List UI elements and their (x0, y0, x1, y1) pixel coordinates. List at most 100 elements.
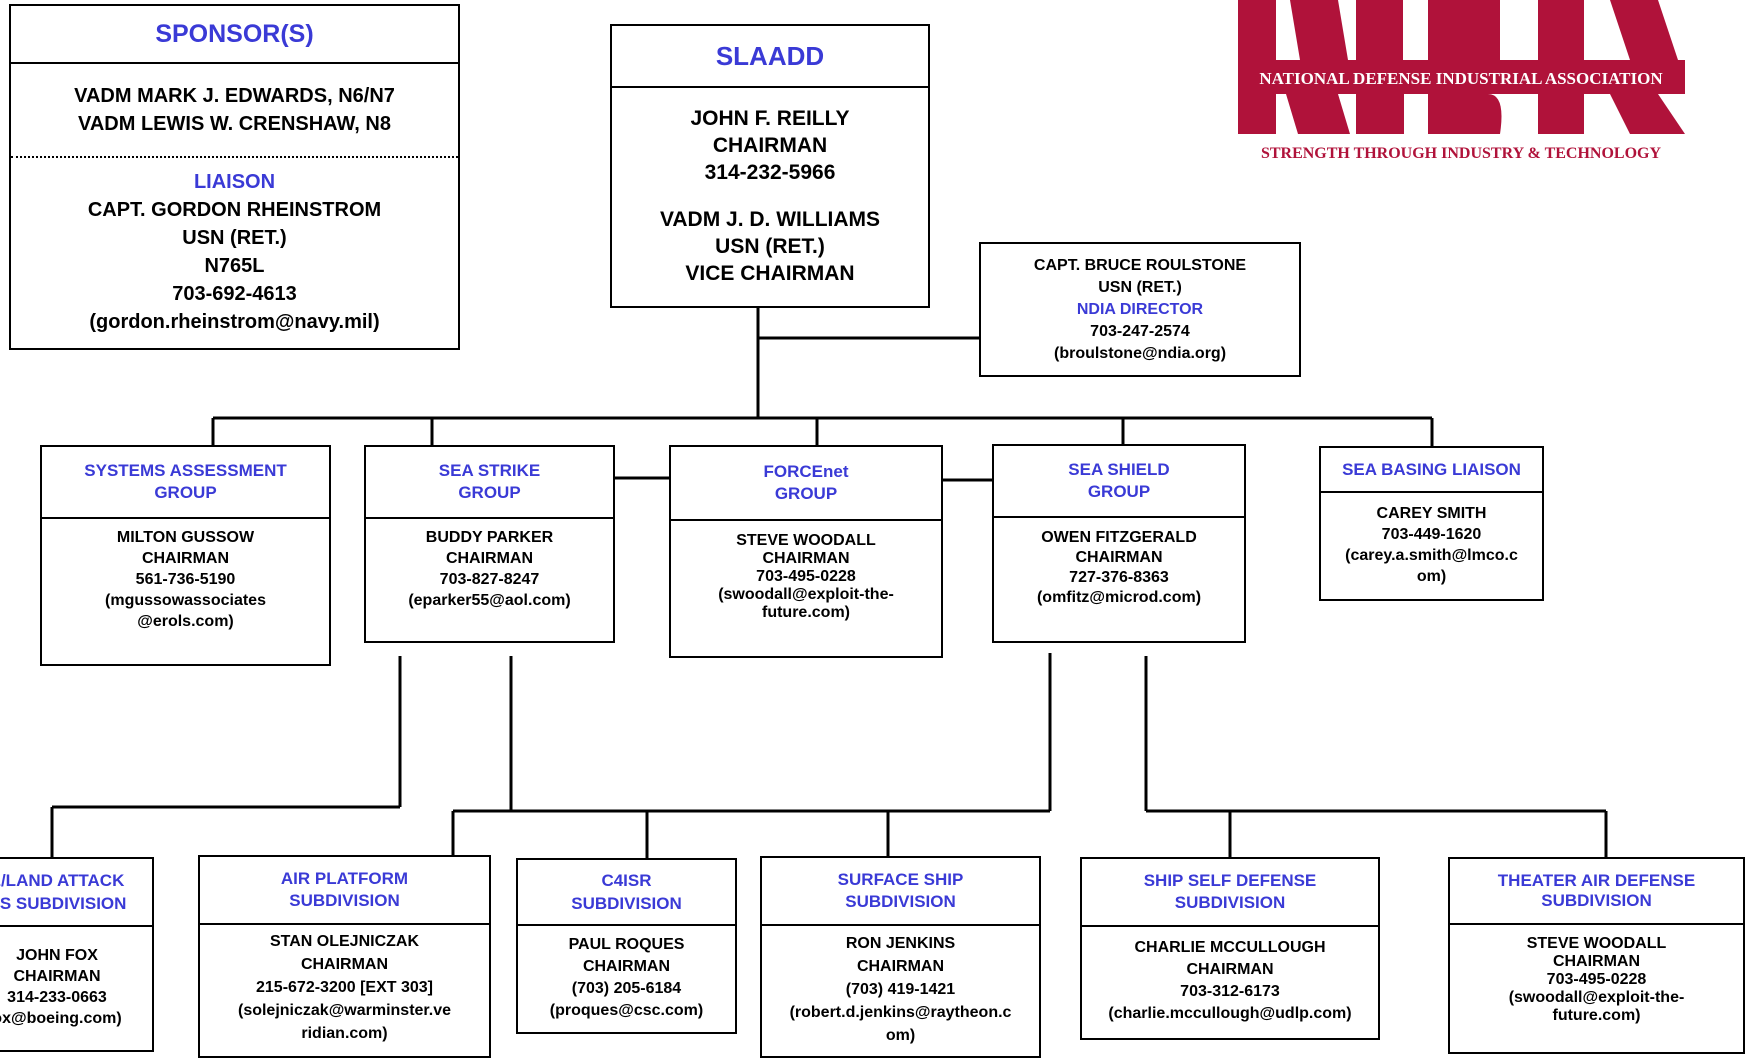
subdivision-body: PAUL ROQUES CHAIRMAN (703) 205-6184 (pro… (518, 926, 735, 1030)
subdivision-title-line: NS SUBDIVISION (0, 894, 127, 913)
group-title-line: GROUP (1087, 482, 1151, 501)
subdivision-box-air-platform: AIR PLATFORM SUBDIVISION STAN OLEJNICZAK… (198, 855, 491, 1058)
subdivision-body: STAN OLEJNICZAK CHAIRMAN 215-672-3200 [E… (200, 925, 489, 1050)
director-line: USN (RET.) (1098, 278, 1182, 296)
liaison-title: LIAISON (193, 171, 276, 193)
subdivision-line: 703-495-0228 (1546, 971, 1647, 988)
group-line: future.com) (762, 604, 850, 621)
subdivision-body: CHARLIE MCCULLOUGH CHAIRMAN 703-312-6173… (1082, 927, 1378, 1035)
group-line: 727-376-8363 (1069, 569, 1169, 586)
group-title-line: GROUP (154, 483, 217, 502)
subdivision-body: RON JENKINS CHAIRMAN (703) 419-1421 (rob… (762, 926, 1039, 1052)
subdivision-line: CHAIRMAN (300, 956, 389, 973)
group-body: STEVE WOODALL CHAIRMAN 703-495-0228 (swo… (671, 521, 941, 633)
subdivision-line: 314-233-0663 (7, 989, 107, 1006)
subdivision-line: CHAIRMAN (1552, 953, 1641, 970)
group-line: CHAIRMAN (762, 550, 850, 567)
group-box-sea-basing-liaison: SEA BASING LIAISON CAREY SMITH 703-449-1… (1319, 446, 1544, 601)
subdivision-line: (solejniczak@warminster.ve (237, 1002, 452, 1019)
subdivision-line: CHAIRMAN (13, 968, 101, 985)
subdivision-line: PAUL ROQUES (568, 936, 685, 953)
group-title-line: SEA BASING LIAISON (1342, 459, 1521, 479)
subdivision-title-line: THEATER AIR DEFENSE (1497, 871, 1696, 890)
subdivision-title-line: SURFACE SHIP (837, 870, 964, 889)
subdivision-line: om) (885, 1026, 916, 1044)
subdivision-line: CHARLIE MCCULLOUGH (1134, 939, 1326, 956)
ndia-logo: NATIONAL DEFENSE INDUSTRIAL ASSOCIATION … (1238, 0, 1685, 162)
subdivision-title-line: SUBDIVISION (1541, 891, 1652, 910)
group-body: BUDDY PARKER CHAIRMAN 703-827-8247 (epar… (366, 519, 613, 619)
subdivision-line: (charlie.mccullough@udlp.com) (1108, 1005, 1352, 1022)
sponsor-names: VADM MARK J. EDWARDS, N6/N7 VADM LEWIS W… (11, 64, 458, 158)
subdivision-line: (swoodall@exploit-the- (1508, 989, 1685, 1006)
group-box-systems-assessment: SYSTEMS ASSESSMENT GROUP MILTON GUSSOW C… (40, 445, 331, 666)
liaison-line: N765L (204, 255, 265, 277)
subdivision-line: future.com) (1552, 1007, 1641, 1024)
subdivision-line: 703-312-6173 (1180, 983, 1280, 1000)
group-title: SEA SHIELD GROUP (994, 446, 1244, 518)
subdivision-title-line: E/LAND ATTACK (0, 871, 125, 890)
group-line: CAREY SMITH (1376, 505, 1487, 522)
director-line: 703-247-2574 (1090, 322, 1190, 340)
liaison-section: LIAISON CAPT. GORDON RHEINSTROM USN (RET… (11, 158, 458, 336)
group-line: CHAIRMAN (1075, 549, 1163, 566)
sponsor-title-text: SPONSOR(S) (155, 19, 314, 48)
logo-name: NATIONAL DEFENSE INDUSTRIAL ASSOCIATION (1259, 69, 1663, 88)
subdivision-line: CHAIRMAN (1186, 961, 1274, 978)
group-line: @erols.com) (137, 612, 234, 630)
slaadd-title: SLAADD (612, 26, 928, 88)
slaadd-line: VADM J. D. WILLIAMS (659, 208, 881, 231)
sponsor-box: SPONSOR(S) VADM MARK J. EDWARDS, N6/N7 V… (9, 4, 460, 350)
subdivision-line: CHAIRMAN (856, 957, 945, 975)
subdivision-title: E/LAND ATTACK NS SUBDIVISION (0, 859, 152, 927)
group-line: 703-827-8247 (439, 571, 540, 588)
slaadd-line: JOHN F. REILLY (690, 107, 850, 130)
subdivision-line: ridian.com) (301, 1025, 388, 1042)
subdivision-title: SHIP SELF DEFENSE SUBDIVISION (1082, 859, 1378, 927)
group-title: FORCEnet GROUP (671, 447, 941, 521)
group-line: MILTON GUSSOW (116, 528, 255, 546)
director-body: CAPT. BRUCE ROULSTONE USN (RET.) NDIA DI… (981, 244, 1299, 375)
slaadd-line: USN (RET.) (715, 235, 825, 258)
subdivision-title-line: SUBDIVISION (1174, 893, 1286, 912)
director-line: CAPT. BRUCE ROULSTONE (1033, 256, 1247, 274)
group-title-line: SYSTEMS ASSESSMENT (84, 461, 287, 480)
subdivision-title: C4ISR SUBDIVISION (518, 860, 735, 926)
sponsor-title: SPONSOR(S) (11, 6, 458, 64)
group-line: om) (1416, 568, 1447, 585)
subdivision-line: 215-672-3200 [EXT 303] (256, 979, 433, 996)
liaison-line: CAPT. GORDON RHEINSTROM (87, 199, 382, 221)
slaadd-line: VICE CHAIRMAN (685, 262, 855, 285)
group-title-line: SEA SHIELD (1068, 460, 1170, 479)
subdivision-box-surface-ship: SURFACE SHIP SUBDIVISION RON JENKINS CHA… (760, 856, 1041, 1058)
group-line: CHAIRMAN (445, 550, 534, 567)
sponsor-line: VADM LEWIS W. CRENSHAW, N8 (78, 113, 391, 135)
subdivision-body: JOHN FOX CHAIRMAN 314-233-0663 ox@boeing… (0, 927, 152, 1047)
slaadd-body: JOHN F. REILLY CHAIRMAN 314-232-5966 VAD… (612, 88, 928, 304)
group-line: 703-449-1620 (1381, 526, 1482, 543)
group-box-sea-strike: SEA STRIKE GROUP BUDDY PARKER CHAIRMAN 7… (364, 445, 615, 643)
subdivision-line: RON JENKINS (845, 934, 956, 952)
subdivision-title-line: SUBDIVISION (289, 891, 400, 910)
subdivision-title-line: SUBDIVISION (845, 892, 956, 911)
group-line: (carey.a.smith@lmco.c (1345, 547, 1518, 564)
logo-tagline: STRENGTH THROUGH INDUSTRY & TECHNOLOGY (1261, 145, 1662, 162)
group-body: OWEN FITZGERALD CHAIRMAN 727-376-8363 (o… (994, 518, 1244, 618)
group-line: BUDDY PARKER (425, 529, 554, 546)
subdivision-line: STAN OLEJNICZAK (269, 933, 420, 950)
director-box: CAPT. BRUCE ROULSTONE USN (RET.) NDIA DI… (979, 242, 1301, 377)
subdivision-title-line: AIR PLATFORM (280, 869, 409, 888)
slaadd-line: CHAIRMAN (712, 134, 828, 157)
group-line: 561-736-5190 (135, 570, 236, 588)
liaison-line: 703-692-4613 (172, 283, 297, 305)
subdivision-line: STEVE WOODALL (1526, 935, 1667, 952)
director-line: (broulstone@ndia.org) (1053, 344, 1227, 362)
liaison-line: USN (RET.) (182, 227, 287, 249)
group-line: 703-495-0228 (756, 568, 856, 585)
subdivision-title: THEATER AIR DEFENSE SUBDIVISION (1450, 859, 1743, 925)
group-box-forcenet: FORCEnet GROUP STEVE WOODALL CHAIRMAN 70… (669, 445, 943, 658)
group-body: MILTON GUSSOW CHAIRMAN 561-736-5190 (mgu… (42, 519, 329, 639)
group-line: CHAIRMAN (141, 549, 230, 567)
subdivision-title-line: SHIP SELF DEFENSE (1143, 871, 1317, 890)
slaadd-line: 314-232-5966 (704, 161, 836, 184)
